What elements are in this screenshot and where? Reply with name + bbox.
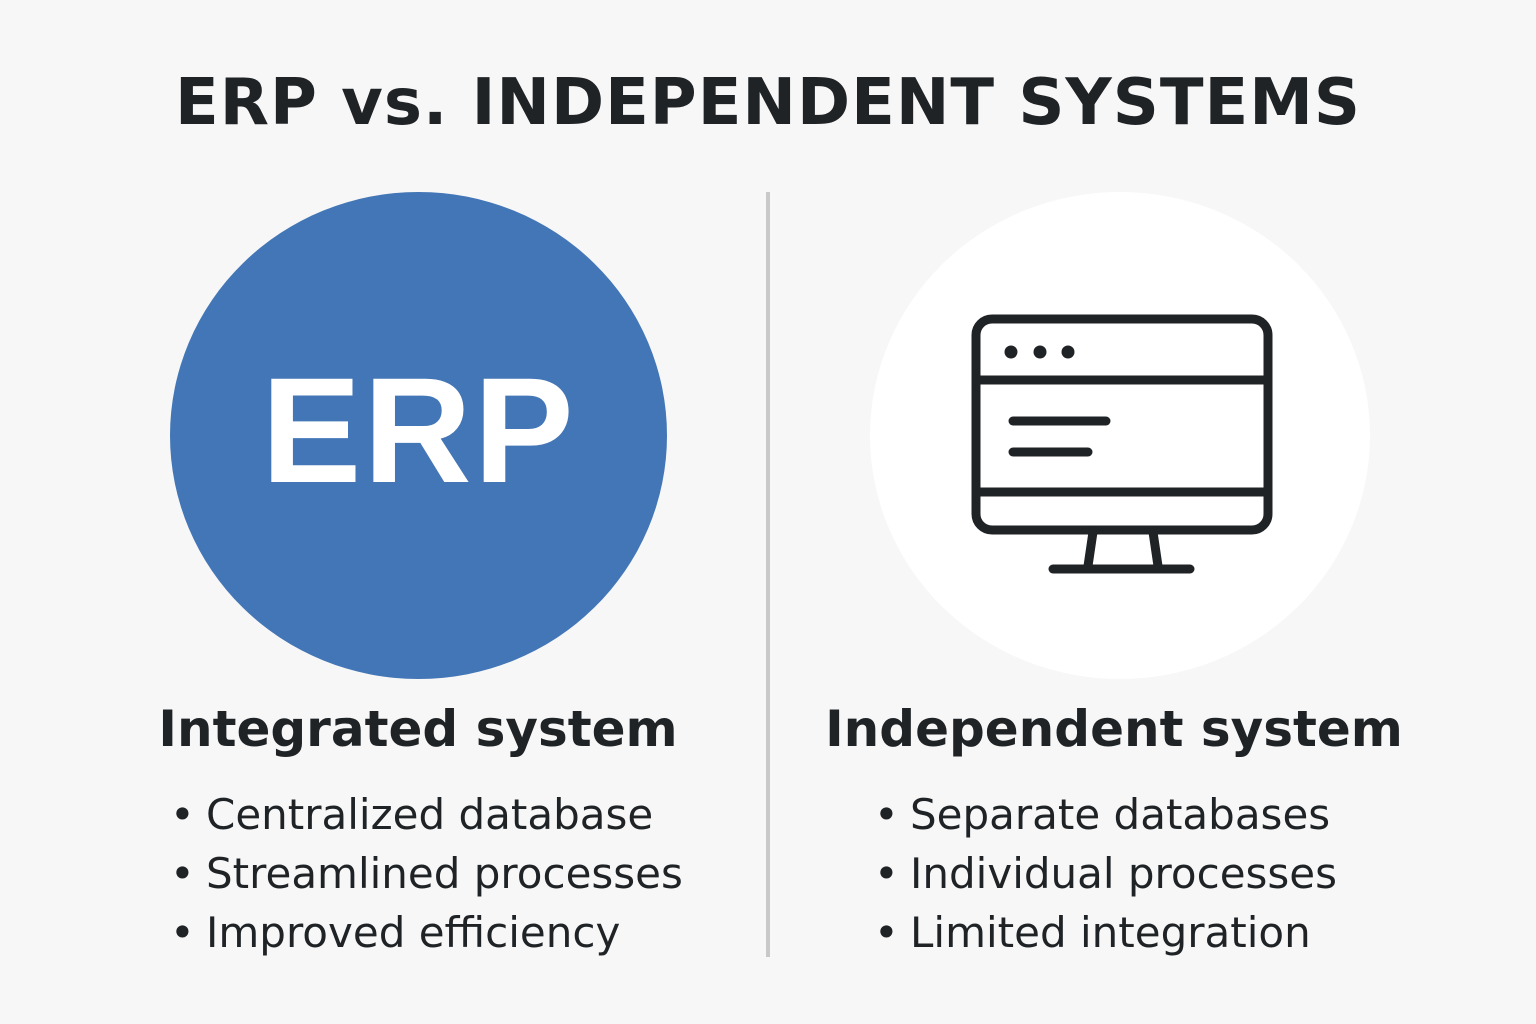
- integrated-system-list: Centralized database Streamlined process…: [170, 785, 683, 962]
- list-item: Limited integration: [874, 903, 1337, 962]
- list-item: Individual processes: [874, 844, 1337, 903]
- desktop-monitor-icon: [971, 314, 1273, 574]
- divider: [766, 192, 770, 957]
- list-item: Improved efficiency: [170, 903, 683, 962]
- independent-system-list: Separate databases Individual processes …: [874, 785, 1337, 962]
- independent-system-heading: Independent system: [825, 700, 1403, 758]
- integrated-system-heading: Integrated system: [158, 700, 678, 758]
- erp-logo-text: ERP: [261, 346, 576, 514]
- list-item: Separate databases: [874, 785, 1337, 844]
- list-item: Streamlined processes: [170, 844, 683, 903]
- monitor-circle: [870, 192, 1370, 679]
- list-item: Centralized database: [170, 785, 683, 844]
- erp-logo-circle: ERP: [170, 192, 667, 679]
- page-title: ERP vs. INDEPENDENT SYSTEMS: [174, 66, 1362, 140]
